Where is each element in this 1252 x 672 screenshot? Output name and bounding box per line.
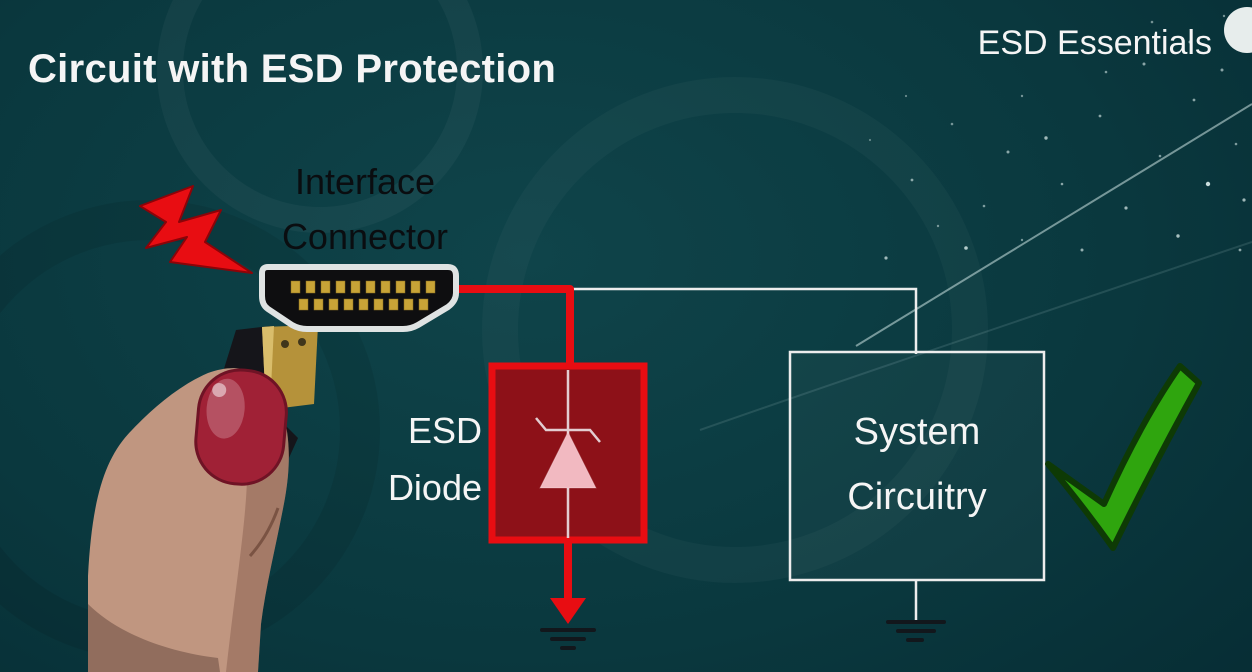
arrow-down-icon	[550, 598, 586, 624]
wire-to-system	[570, 287, 918, 354]
zener-diode-icon	[535, 370, 601, 538]
wire-red-signal	[448, 285, 574, 368]
system-circuitry-label-line1: System	[853, 411, 981, 453]
brand-text: ESD Essentials	[977, 24, 1212, 62]
hdmi-connector-icon	[259, 264, 459, 332]
hand-holding-plug	[88, 325, 318, 672]
esd-diode-box	[488, 362, 648, 544]
interface-connector-label-line2: Connector	[281, 216, 449, 257]
thumb-nail	[194, 368, 288, 486]
esd-diode-label-line2: Diode	[387, 467, 482, 508]
system-circuitry-label-line2: Circuitry	[847, 476, 987, 518]
checkmark-icon	[1045, 363, 1202, 551]
connector-pins	[290, 280, 436, 311]
ground-icon-left	[540, 628, 596, 650]
page-title: Circuit with ESD Protection	[28, 46, 557, 91]
esd-to-ground-arrow	[550, 540, 586, 624]
esd-diode-label-line1: ESD	[407, 410, 482, 451]
star-dots	[868, 14, 1246, 260]
lightning-bolt-icon	[139, 185, 253, 274]
ground-icon-right	[886, 580, 946, 642]
swoosh-curve	[855, 103, 1252, 347]
esd-diode-label: ESD Diode	[300, 402, 482, 516]
interface-connector-label: Interface Connector	[240, 154, 490, 264]
interface-connector-label-line1: Interface	[294, 161, 436, 202]
system-circuitry-label: System Circuitry	[790, 400, 1044, 530]
